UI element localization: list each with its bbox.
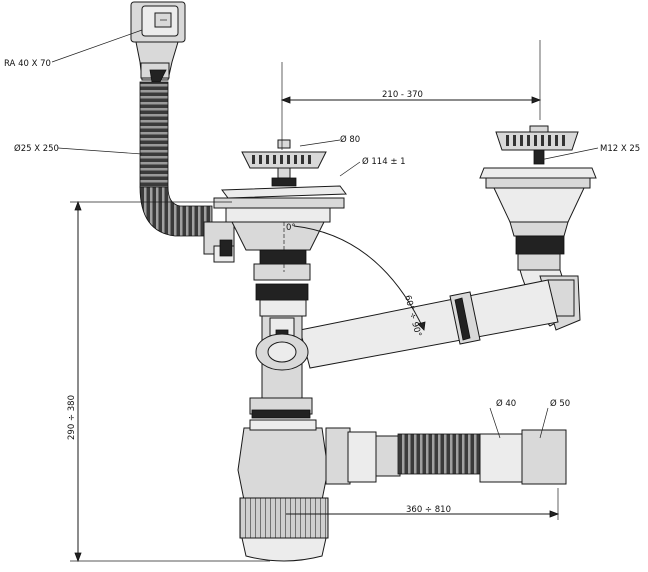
label-reach: 360 ÷ 810 [406, 505, 451, 515]
label-strainer-thread: M12 X 25 [600, 144, 640, 154]
overflow-hose [139, 81, 235, 263]
left-strainer-basket [241, 139, 327, 187]
label-pipe-d40: Ø 40 [496, 398, 516, 409]
bottle-trap [237, 419, 329, 562]
label-overflow-hose: Ø25 X 250 [14, 143, 59, 154]
right-sink-outlet [479, 167, 597, 271]
central-pipe [249, 263, 313, 419]
label-outlet-diameter: Ø 114 ± 1 [362, 156, 406, 167]
connecting-pipe [299, 269, 581, 369]
label-basket-diameter: Ø 80 [340, 134, 360, 145]
dimension-lines [51, 29, 599, 563]
outlet-branch [325, 427, 567, 485]
label-zero-degree: 0° [286, 223, 296, 233]
label-pipe-d50: Ø 50 [550, 398, 570, 409]
label-spacing: 210 - 370 [382, 90, 423, 100]
overflow-head [130, 1, 186, 83]
label-overflow: RA 40 X 70 [4, 59, 51, 69]
right-strainer-basket [495, 125, 579, 165]
labels: RA 40 X 70 Ø25 X 250 Ø 80 Ø 114 ± 1 M12 … [4, 59, 640, 515]
label-height: 290 ÷ 380 [67, 395, 77, 440]
left-sink-outlet [213, 185, 347, 265]
